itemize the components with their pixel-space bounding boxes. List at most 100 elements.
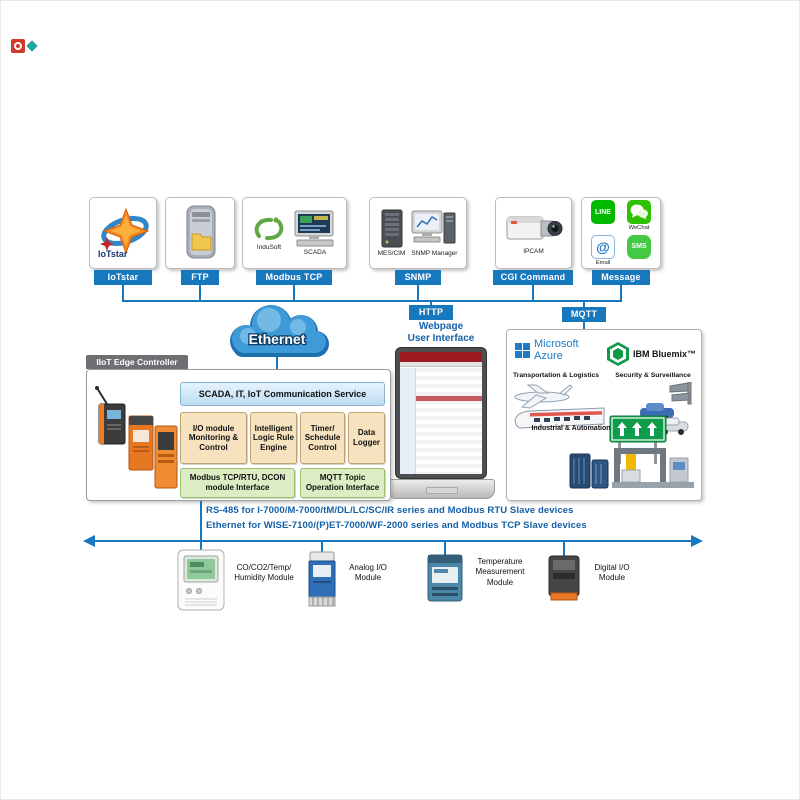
cloud-services-panel: Microsoft Azure IBM Bluemix™ Transportat… — [506, 329, 702, 501]
modbus-tcp-protocol-label: Modbus TCP — [256, 270, 332, 285]
line-digital-stem — [563, 541, 565, 557]
scada-caption: SCADA — [303, 248, 327, 256]
webpage-sidebar — [400, 368, 416, 474]
mescim-group: MES/CIM — [377, 209, 406, 257]
azure-logo: Microsoft Azure — [515, 338, 579, 362]
function-logic-rule-engine: Intelligent Logic Rule Engine — [250, 412, 297, 464]
line-cgi-drop — [532, 285, 534, 301]
fieldbus-line — [93, 540, 693, 542]
transportation-label: Transportation & Logistics — [512, 372, 600, 379]
fieldbus-text-ethernet: Ethernet for WISE-7100/(P)ET-7000/WF-200… — [206, 520, 587, 531]
iotstar-logo-text: IoTstar — [98, 249, 128, 259]
industrial-label: Industrial & Automation — [531, 425, 611, 432]
http-label: HTTP — [409, 305, 453, 320]
communication-service-bar: SCADA, IT, IoT Communication Service — [180, 382, 385, 406]
mqtt-label: MQTT — [562, 307, 606, 322]
scada-computer-icon — [294, 210, 334, 247]
laptop-touchpad — [426, 487, 458, 494]
webpage-ui-line1: Webpage — [418, 321, 464, 332]
message-icons-grid: LINE WeChat @ Email SMS — [590, 200, 652, 266]
ethernet-cloud-label: Ethernet — [249, 331, 306, 347]
indusoft-logo-icon — [254, 217, 284, 240]
line-snmp-drop — [417, 285, 419, 301]
line-analog-stem — [321, 541, 323, 553]
message-node: LINE WeChat @ Email SMS — [581, 197, 661, 269]
message-protocol-label: Message — [592, 270, 650, 285]
email-caption: Email — [595, 259, 611, 266]
wechat-group: WeChat — [627, 200, 651, 231]
ipcam-caption: IPCAM — [523, 247, 544, 255]
mescim-caption: MES/CIM — [377, 249, 406, 257]
webpage-header-bar — [400, 352, 482, 362]
co2-module-device — [177, 549, 225, 611]
webpage-ui-title: Webpage User Interface — [396, 321, 486, 345]
azure-text-line2: Azure — [534, 350, 563, 362]
wechat-caption: WeChat — [628, 225, 650, 232]
sms-icon: SMS — [627, 234, 651, 259]
site-logo-ring — [14, 42, 22, 50]
mescim-server-icon — [381, 209, 402, 248]
modbus-tcp-node: InduSoft SCADA — [242, 197, 347, 269]
security-label: Security & Surveillance — [615, 372, 691, 379]
site-logo-teal-diamond — [26, 40, 38, 52]
microsoft-squares-icon — [515, 342, 530, 358]
cgi-command-node: IPCAM — [495, 197, 572, 269]
line-app-group: LINE — [591, 200, 615, 225]
iotstar-logo-icon: IoTstar — [98, 207, 150, 259]
edge-controller-panel: SCADA, IT, IoT Communication Service I/O… — [86, 369, 391, 501]
bluemix-hexagon-icon — [607, 342, 629, 366]
site-logo — [11, 39, 39, 55]
laptop-base — [387, 479, 495, 499]
interface-modbus-dcon: Modbus TCP/RTU, DCON module Interface — [180, 468, 295, 498]
webpage-screenshot — [400, 352, 482, 474]
factory-machine-icon — [612, 448, 694, 488]
bluemix-text: IBM Bluemix™ — [633, 349, 697, 359]
line-app-icon: LINE — [591, 200, 615, 225]
ethernet-cloud: Ethernet — [230, 305, 329, 357]
ipcam-group: IPCAM — [505, 211, 563, 255]
temperature-module-label: Temperature Measurement Module — [475, 557, 525, 587]
ipcam-camera-icon — [506, 216, 562, 240]
line-temp-stem — [444, 541, 446, 555]
function-timer-schedule: Timer/ Schedule Control — [300, 412, 345, 464]
transformer-icon — [569, 453, 609, 489]
snmp-manager-computer-icon — [411, 210, 456, 244]
line-backbone — [122, 300, 622, 302]
cgi-command-protocol-label: CGI Command — [493, 270, 573, 285]
function-data-logger: Data Logger — [348, 412, 385, 464]
fieldbus-arrow-right — [691, 535, 703, 547]
azure-text-line1: Microsoft — [534, 338, 579, 350]
line-ftp-drop — [199, 285, 201, 301]
ftp-node — [165, 197, 235, 269]
ftp-server-icon — [186, 205, 216, 259]
interface-mqtt-topic: MQTT Topic Operation Interface — [300, 468, 385, 498]
snmp-protocol-label: SNMP — [395, 270, 441, 285]
indusoft-caption: InduSoft — [256, 243, 282, 251]
laptop — [387, 347, 495, 503]
webpage-table-rows — [416, 368, 482, 474]
line-cloud-to-controller — [276, 353, 278, 373]
wechat-icon — [627, 200, 651, 225]
ftp-protocol-label: FTP — [181, 270, 219, 285]
sms-group: SMS — [627, 234, 651, 259]
edge-controller-title: IIoT Edge Controller — [86, 355, 188, 369]
digital-io-module-device — [548, 555, 580, 601]
webpage-ui-line2: User Interface — [407, 333, 475, 344]
temperature-module-device — [427, 554, 463, 602]
webpage-table-header — [416, 396, 482, 401]
function-io-monitoring: I/O module Monitoring & Control — [180, 412, 247, 464]
snmp-manager-caption: SNMP Manager — [411, 249, 458, 257]
webpage-nav-bar — [400, 362, 482, 367]
analog-io-module-device — [308, 551, 336, 607]
cctv-icon — [669, 382, 692, 405]
email-group: @ Email — [591, 234, 615, 266]
snmp-node: MES/CIM SNMP Manager — [369, 197, 467, 269]
iotstar-protocol-label: IoTstar — [94, 270, 152, 285]
digital-io-module-label: Digital I/O Module — [594, 563, 630, 583]
laptop-screen — [395, 347, 487, 479]
email-at-icon: @ — [591, 234, 615, 259]
line-controller-to-bus — [200, 501, 202, 551]
airplane-icon — [514, 384, 573, 409]
edge-controller-devices — [95, 386, 178, 489]
